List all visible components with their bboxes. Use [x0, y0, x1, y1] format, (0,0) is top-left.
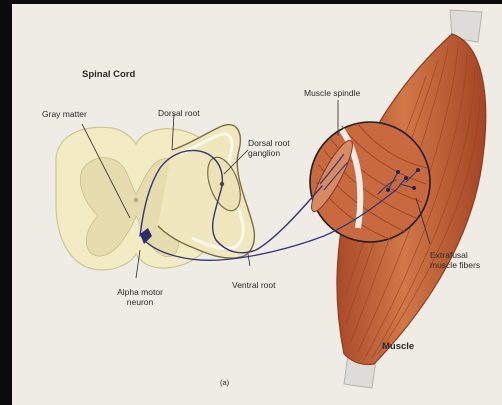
label-gray-matter: Gray matter: [42, 109, 87, 119]
label-alpha-motor-line1: Alpha motor: [114, 287, 166, 297]
label-spinal-cord: Spinal Cord: [82, 70, 135, 80]
label-extrafusal-line1: Extrafusal: [430, 250, 480, 260]
label-dorsal-root-ganglion-line1: Dorsal root: [248, 138, 290, 148]
label-alpha-motor-neuron: Alpha motor neuron: [114, 287, 166, 307]
label-panel: (a): [220, 378, 229, 388]
label-extrafusal-muscle-fibers: Extrafusal muscle fibers: [430, 250, 480, 270]
label-dorsal-root-ganglion: Dorsal root ganglion: [248, 138, 290, 158]
figure-panel: Spinal Cord Gray matter Dorsal root Dors…: [12, 4, 502, 405]
label-muscle: Muscle: [382, 342, 414, 352]
magnifier-circle: [305, 122, 430, 242]
label-dorsal-root: Dorsal root: [158, 108, 200, 118]
label-extrafusal-line2: muscle fibers: [430, 260, 480, 270]
label-muscle-spindle: Muscle spindle: [304, 88, 360, 98]
diagram-drawing: [12, 4, 502, 405]
label-alpha-motor-line2: neuron: [114, 297, 166, 307]
label-dorsal-root-ganglion-line2: ganglion: [248, 148, 290, 158]
label-ventral-root: Ventral root: [232, 280, 275, 290]
